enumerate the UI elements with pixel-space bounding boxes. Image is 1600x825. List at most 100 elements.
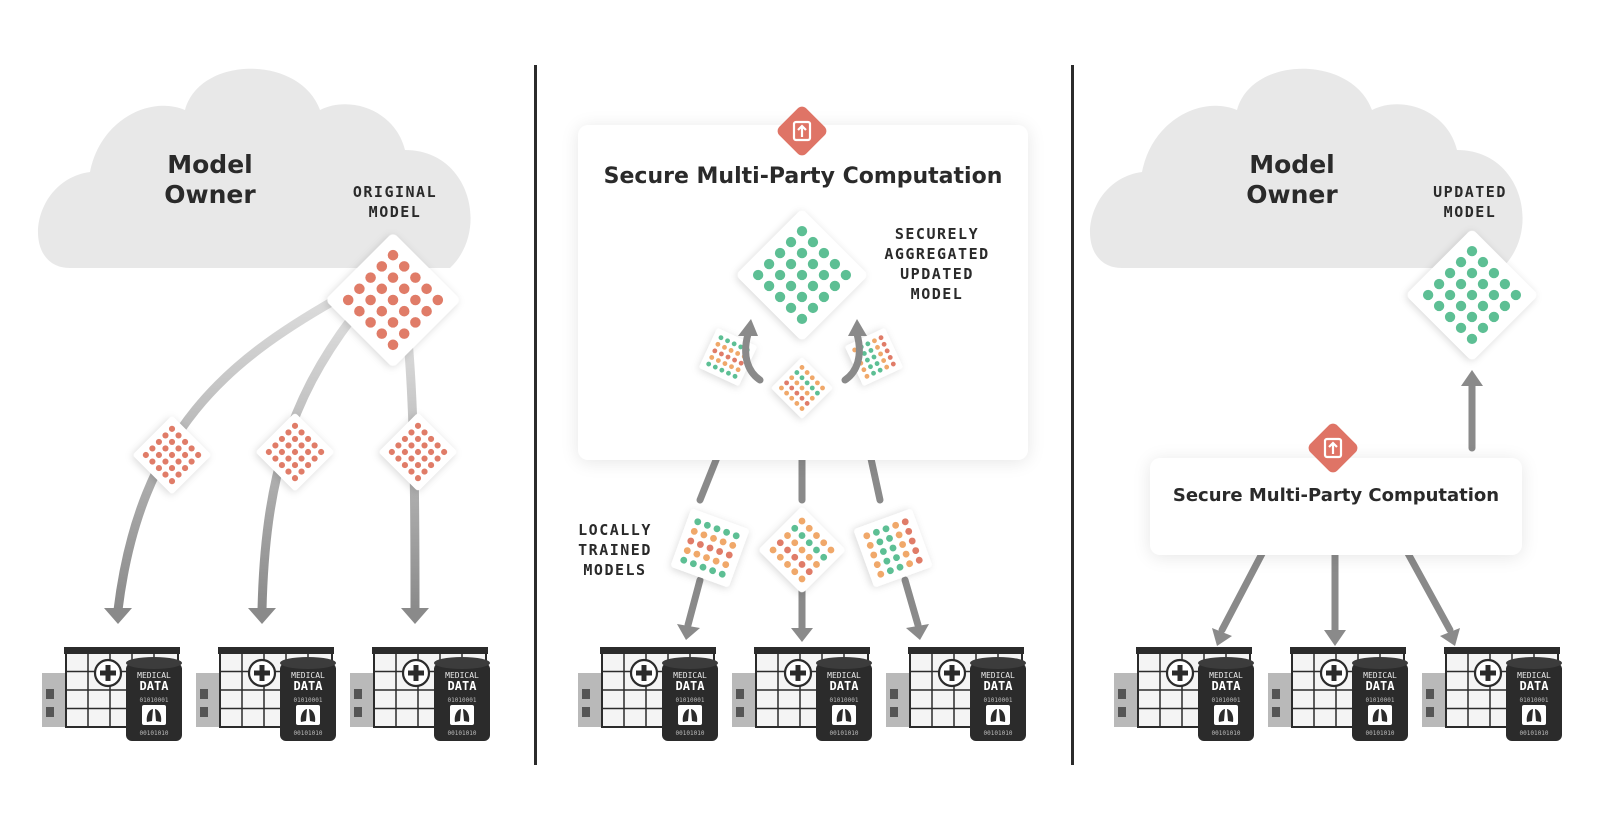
model-node <box>395 442 402 449</box>
model-node <box>1466 311 1478 323</box>
model-node <box>421 468 428 475</box>
model-node <box>1488 289 1500 301</box>
model-node <box>1444 289 1456 301</box>
database-binary: 01010001 <box>1366 697 1395 704</box>
model-node <box>410 294 421 306</box>
model-diamonds <box>133 230 1537 494</box>
model-node <box>421 442 428 449</box>
label-line: TRAINED <box>578 541 652 559</box>
database-binary: 00101010 <box>1366 730 1395 737</box>
database-binary: 00101010 <box>1520 730 1549 737</box>
locally-trained-label: LOCALLY TRAINED MODELS <box>560 520 670 580</box>
model-node <box>434 455 441 462</box>
model-node <box>142 451 149 459</box>
database-label-main: DATA <box>1520 679 1550 693</box>
model-node <box>285 455 292 462</box>
model-node <box>365 272 376 283</box>
model-node <box>401 448 409 456</box>
model-node <box>175 458 182 465</box>
model-node <box>1444 311 1456 323</box>
updated-model-diamond <box>1407 230 1537 360</box>
model-node <box>298 468 305 475</box>
model-node <box>1488 267 1500 279</box>
model-node <box>155 464 163 472</box>
database-binary: 00101010 <box>676 730 705 737</box>
model-node <box>195 451 202 459</box>
model-node <box>1466 333 1478 345</box>
original-model-diamond <box>327 234 459 366</box>
panel3-arrows <box>1218 381 1476 634</box>
model-node <box>387 272 399 283</box>
model-node <box>155 438 163 446</box>
model-node <box>365 294 376 306</box>
model-node <box>175 445 182 452</box>
model-node <box>401 461 409 469</box>
database-label-small: MEDICAL <box>1517 671 1551 680</box>
lungs-icon <box>986 705 1010 725</box>
model-node <box>298 455 305 462</box>
model-node <box>175 471 182 478</box>
model-node <box>401 435 409 443</box>
model-node <box>1433 300 1445 312</box>
model-node <box>342 294 354 306</box>
label-line: LOCALLY <box>578 521 652 539</box>
database-binary: 01010001 <box>448 697 477 704</box>
cloud-title-left: Model Owner <box>100 150 320 210</box>
model-node <box>398 305 410 317</box>
model-node <box>414 435 422 443</box>
database-label-small: MEDICAL <box>445 671 479 680</box>
database-label-main: DATA <box>984 679 1014 693</box>
label-line: AGGREGATED <box>884 245 990 263</box>
cloud-title-line: Model <box>167 150 253 179</box>
original-model-label: ORIGINAL MODEL <box>330 182 460 222</box>
model-node <box>441 448 448 456</box>
model-node <box>376 261 388 272</box>
hospital-icon <box>578 647 716 728</box>
lungs-icon <box>1522 705 1546 725</box>
distributed-model-diamond <box>379 413 457 491</box>
model-node <box>1455 278 1467 290</box>
database-binary: 01010001 <box>984 697 1013 704</box>
lungs-icon <box>832 705 856 725</box>
model-node <box>376 305 388 317</box>
model-node <box>395 455 402 462</box>
database-binary: 01010001 <box>294 697 323 704</box>
label-line: ORIGINAL <box>352 183 438 201</box>
cloud-title-line: Model <box>1249 150 1335 179</box>
model-node <box>291 448 299 456</box>
database-label-main: DATA <box>448 679 478 693</box>
model-node <box>1499 300 1511 312</box>
model-node <box>188 445 195 452</box>
model-node <box>162 445 169 452</box>
model-node <box>434 442 441 449</box>
hospital-groups: MEDICALDATA0101000100101010MEDICALDATA01… <box>42 647 1562 741</box>
model-node <box>285 442 292 449</box>
model-node <box>175 432 182 439</box>
database-label-main: DATA <box>1366 679 1396 693</box>
model-node <box>1466 267 1478 279</box>
database-binary: 01010001 <box>140 697 169 704</box>
model-node <box>1488 311 1500 323</box>
database-label-small: MEDICAL <box>137 671 171 680</box>
database-binary: 00101010 <box>448 730 477 737</box>
model-node <box>168 451 176 459</box>
database-label-small: MEDICAL <box>291 671 325 680</box>
database-binary: 00101010 <box>984 730 1013 737</box>
model-node <box>1477 300 1489 312</box>
model-node <box>168 478 176 485</box>
model-node <box>278 448 286 456</box>
aggregated-model-label: SECURELY AGGREGATED UPDATED MODEL <box>862 224 1012 304</box>
model-node <box>291 461 299 469</box>
database-binary: 00101010 <box>294 730 323 737</box>
model-node <box>1455 322 1467 334</box>
smpc-title-right: Secure Multi-Party Computation <box>1172 485 1500 506</box>
model-node <box>1510 289 1522 301</box>
